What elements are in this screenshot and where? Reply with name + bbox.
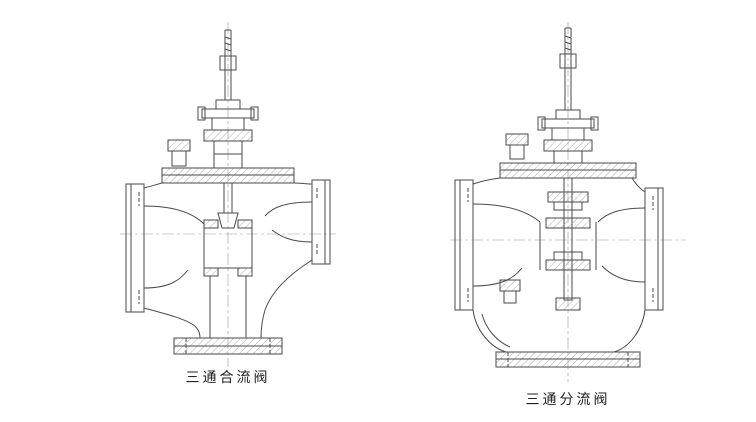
valve-stem <box>219 29 237 100</box>
converging-valve-lines <box>120 22 336 367</box>
left-port-flange <box>454 179 474 311</box>
bottom-port-and-flange <box>173 276 283 355</box>
bottom-bowl-flange <box>495 351 641 368</box>
right-port-flange <box>644 187 664 311</box>
centerline-marks <box>120 22 336 367</box>
right-port-flange <box>311 179 331 265</box>
converging-valve-drawing <box>120 22 336 367</box>
valve-trim-plug-seats <box>203 182 253 277</box>
diverting-valve-drawing <box>450 22 686 382</box>
diverting-valve-caption: 三通分流阀 <box>525 391 611 407</box>
converging-valve-caption: 三通合流阀 <box>185 369 271 385</box>
valve-stem <box>559 27 577 110</box>
top-body-flange <box>499 162 637 179</box>
lower-side-plug-nut <box>499 279 521 304</box>
left-port-flange <box>125 183 145 313</box>
diverting-valve-figure <box>448 22 688 392</box>
valve-body-outline <box>143 182 313 339</box>
converging-valve-figure <box>118 22 338 372</box>
top-body-flange <box>161 167 295 184</box>
side-plug-nut <box>167 139 191 167</box>
side-plug-nut <box>505 133 529 160</box>
bonnet-assembly <box>537 109 599 164</box>
diverting-valve-lines <box>450 22 686 382</box>
valve-trim-double-seat <box>539 177 597 311</box>
bonnet-assembly <box>197 99 259 169</box>
